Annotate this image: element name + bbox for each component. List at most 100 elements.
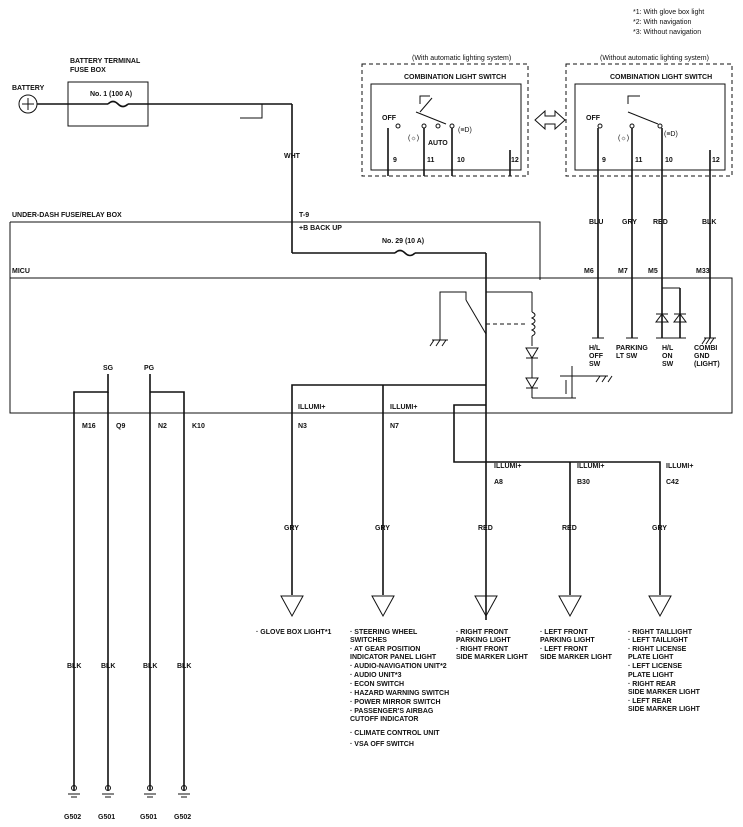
relaybox-backup: +B BACK UP <box>299 225 342 232</box>
switch-auto-pin-12: 12 <box>511 157 519 164</box>
switch-auto-pin-10: 10 <box>457 157 465 164</box>
relaybox-title: UNDER-DASH FUSE/RELAY BOX <box>12 212 122 219</box>
wire-illumi-bus <box>453 404 661 595</box>
micu-pin-m6: M6 <box>584 268 594 275</box>
switch-noauto-outer <box>565 63 733 177</box>
micu-pg: PG <box>144 365 155 372</box>
switch-auto-pos2: (≡D) <box>458 127 472 134</box>
load-n7-6: · ECON SWITCH <box>350 681 404 688</box>
wire-color-gry-c42: GRY <box>652 525 667 532</box>
wire-switch-feed <box>230 103 263 119</box>
load-n7-8: · POWER MIRROR SWITCH <box>350 699 441 706</box>
load-b30-1: PARKING LIGHT <box>540 637 595 644</box>
switch-auto-pin-11: 11 <box>427 157 435 164</box>
load-n7-4: · AUDIO-NAVIGATION UNIT*2 <box>350 663 447 670</box>
wire-color-gry-1: GRY <box>622 219 637 226</box>
switch-auto-contacts <box>387 95 511 176</box>
load-b30-3: SIDE MARKER LIGHT <box>540 654 613 661</box>
load-n7-12: · VSA OFF SWITCH <box>350 741 414 748</box>
wire-color-wht: WHT <box>284 153 301 160</box>
switch-noauto-pin-12: 12 <box>712 157 720 164</box>
battery-label: BATTERY <box>12 85 45 92</box>
switch-noauto-pos2: (≡D) <box>664 131 678 138</box>
micu-pin-n2: N2 <box>158 423 167 430</box>
switch-noauto-contacts <box>597 95 711 176</box>
relaybox-terminal: T-9 <box>299 212 309 219</box>
switch-noauto-pin-9: 9 <box>602 157 606 164</box>
load-arrow-icons <box>280 595 672 618</box>
micu-input-hl-off-3: SW <box>589 361 601 368</box>
micu-input-combi-3: (LIGHT) <box>694 361 720 368</box>
wire-color-red-1: RED <box>653 219 668 226</box>
fuse-no1-label: No. 1 (100 A) <box>90 91 132 98</box>
load-b30-0: · LEFT FRONT <box>540 629 589 636</box>
load-c42-0: · RIGHT TAILLIGHT <box>628 629 693 636</box>
wire-color-blk-1: BLK <box>702 219 716 226</box>
switch-noauto-pin-11: 11 <box>635 157 643 164</box>
micu-input-hl-on-1: H/L <box>662 345 674 352</box>
output-pin-c42: C42 <box>666 479 679 486</box>
micu-pin-k10: K10 <box>192 423 205 430</box>
micu-input-parking-2: LT SW <box>616 353 638 360</box>
micu-input-hl-on-3: SW <box>662 361 674 368</box>
load-a8-2: · RIGHT FRONT <box>456 646 509 653</box>
micu-pin-n3: N3 <box>298 423 307 430</box>
micu-sg: SG <box>103 365 114 372</box>
double-arrow-icon <box>534 109 566 131</box>
micu-pin-m7: M7 <box>618 268 628 275</box>
note-1: *1: With glove box light <box>633 9 704 16</box>
micu-pin-m33: M33 <box>696 268 710 275</box>
load-glove-0: · GLOVE BOX LIGHT*1 <box>256 629 332 636</box>
load-n7-5: · AUDIO UNIT*3 <box>350 672 402 679</box>
micu-input-terminals <box>592 287 716 345</box>
wire-color-gry-n7: GRY <box>375 525 390 532</box>
note-3: *3: Without navigation <box>633 29 701 36</box>
load-n7-10: CUTOFF INDICATOR <box>350 716 418 723</box>
load-n7-0: · STEERING WHEEL <box>350 629 418 636</box>
note-2: *2: With navigation <box>633 19 691 26</box>
battery-icon <box>18 94 38 114</box>
switch-noauto-pin-10: 10 <box>665 157 673 164</box>
wire-color-red-a8: RED <box>478 525 493 532</box>
micu-title: MICU <box>12 268 30 275</box>
switch-auto-off: OFF <box>382 115 397 122</box>
wire-color-blk-g2: BLK <box>101 663 115 670</box>
wire-color-blu: BLU <box>589 219 603 226</box>
illumi-label-n3: ILLUMI+ <box>298 404 325 411</box>
load-c42-5: PLATE LIGHT <box>628 672 674 679</box>
fuse-no1-icon <box>68 100 148 108</box>
wire-color-blk-g4: BLK <box>177 663 191 670</box>
load-b30-2: · LEFT FRONT <box>540 646 589 653</box>
micu-input-hl-on-2: ON <box>662 353 673 360</box>
relaybox-outline <box>10 221 541 280</box>
micu-input-combi-2: GND <box>694 353 710 360</box>
wire-illumi-n3 <box>291 384 486 595</box>
switch-auto-outer <box>361 63 529 177</box>
fuse-no29-label: No. 29 (10 A) <box>382 238 424 245</box>
micu-input-combi-1: COMBI <box>694 345 717 352</box>
ground-g501-a: G501 <box>98 814 115 821</box>
switch-auto-caption: (With automatic lighting system) <box>412 55 511 62</box>
micu-pin-q9: Q9 <box>116 423 125 430</box>
load-n7-3: INDICATOR PANEL LIGHT <box>350 654 437 661</box>
micu-input-hl-off-1: H/L <box>589 345 601 352</box>
load-c42-9: SIDE MARKER LIGHT <box>628 706 701 713</box>
load-n7-9: · PASSENGER'S AIRBAG <box>350 708 434 715</box>
illumi-label-c42: ILLUMI+ <box>666 463 693 470</box>
fusebox-title-1: BATTERY TERMINAL <box>70 58 141 65</box>
illumi-label-n7: ILLUMI+ <box>390 404 417 411</box>
switch-auto-auto: AUTO <box>428 140 448 147</box>
switch-auto-inner <box>370 83 522 171</box>
ground-g502-b: G502 <box>174 814 191 821</box>
load-n7-11: · CLIMATE CONTROL UNIT <box>350 730 440 737</box>
switch-auto-pos1: (☼) <box>408 135 419 142</box>
load-c42-7: SIDE MARKER LIGHT <box>628 689 701 696</box>
micu-input-parking-1: PARKING <box>616 345 648 352</box>
load-n7-7: · HAZARD WARNING SWITCH <box>350 690 449 697</box>
load-c42-2: · RIGHT LICENSE <box>628 646 687 653</box>
load-c42-3: PLATE LIGHT <box>628 654 674 661</box>
load-c42-6: · RIGHT REAR <box>628 681 676 688</box>
illumi-label-b30: ILLUMI+ <box>577 463 604 470</box>
micu-pin-m16: M16 <box>82 423 96 430</box>
